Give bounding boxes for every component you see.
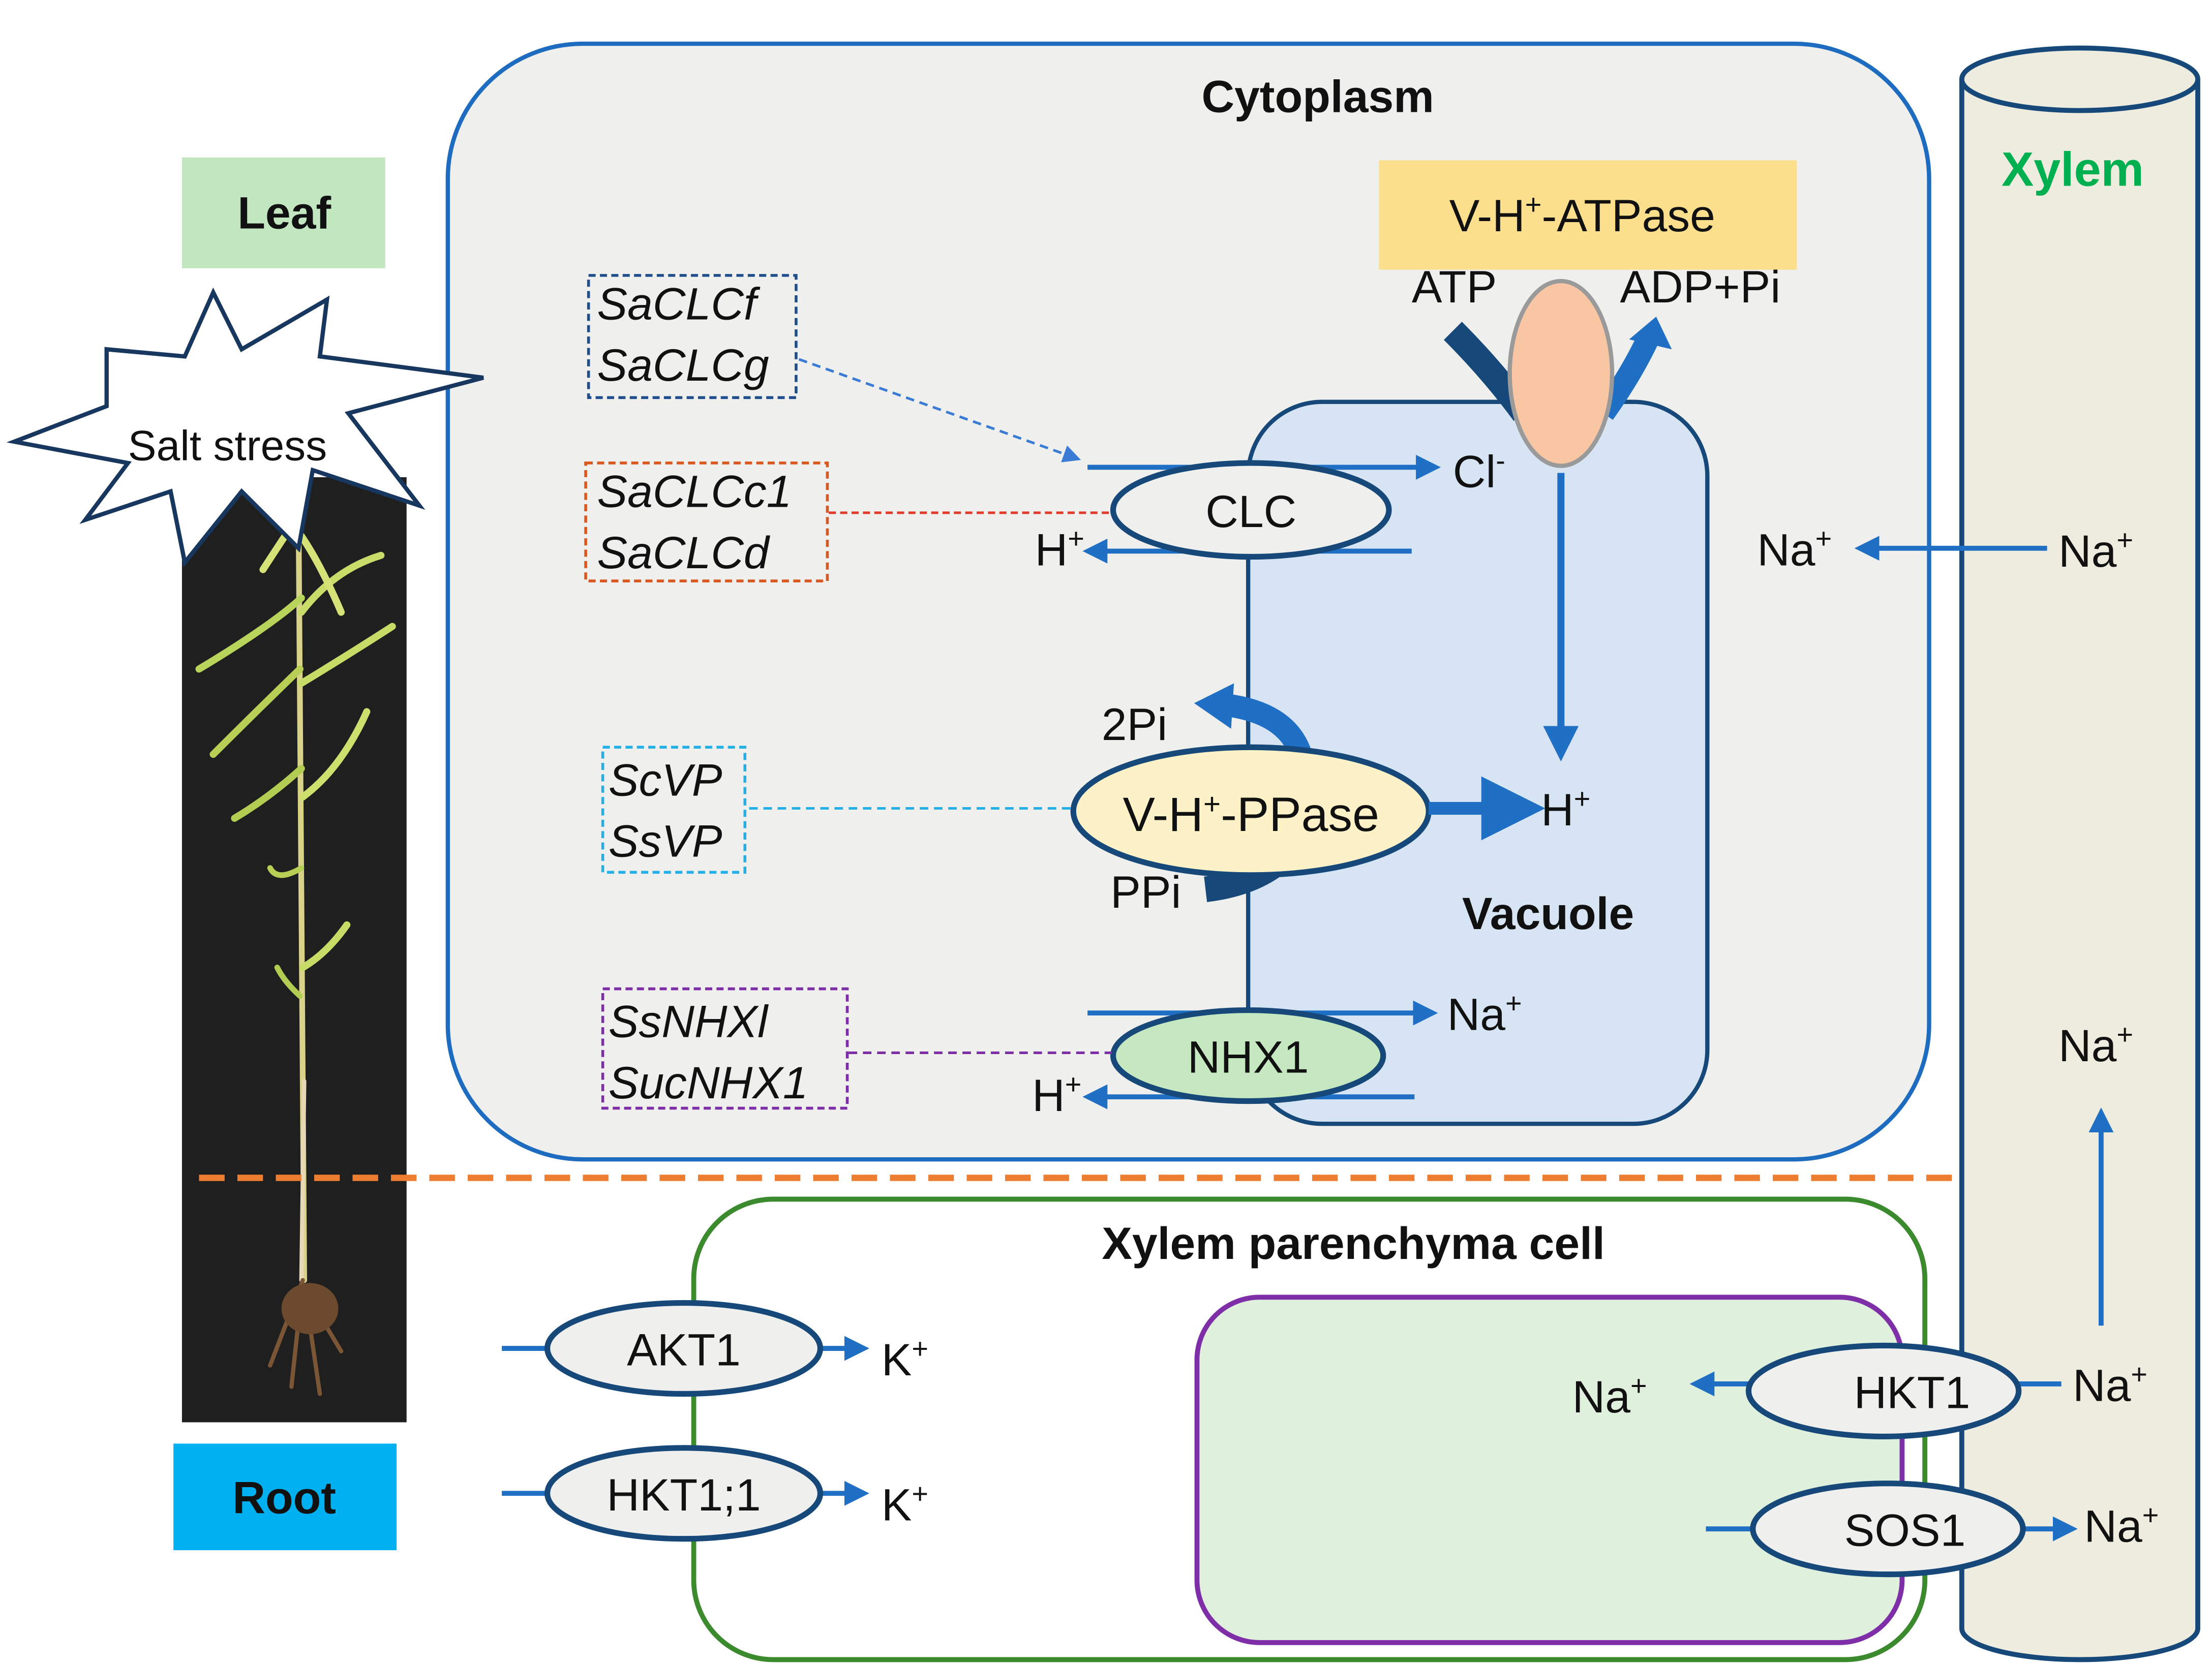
akt1-label: AKT1 xyxy=(627,1324,741,1375)
clc-h-ion-label: H+ xyxy=(1035,522,1084,575)
hkt11-k-ion-label: K+ xyxy=(882,1477,928,1530)
hkt1-na-out-label: Na+ xyxy=(1572,1369,1647,1422)
gene-box-vp xyxy=(601,746,747,874)
adp-pi-label: ADP+Pi xyxy=(1620,261,1780,312)
root-label: Root xyxy=(232,1472,336,1523)
gene-ssvp: SsVP xyxy=(609,816,722,867)
sos1-transporter xyxy=(1750,1481,2026,1578)
xylem-top xyxy=(1959,45,2200,113)
v-atpase-box xyxy=(1379,160,1797,270)
xylem-na-ion-label: Na+ xyxy=(2058,524,2133,577)
hkt1-transporter xyxy=(1745,1342,2022,1440)
cl-ion-label: Cl- xyxy=(1453,444,1505,497)
v-atpase-label: V-H+-ATPase xyxy=(1449,189,1715,241)
inner-cell xyxy=(1194,1294,1905,1645)
sos1-label: SOS1 xyxy=(1844,1505,1966,1556)
akt1-k-ion-label: K+ xyxy=(882,1333,928,1385)
gene-scvp: ScVP xyxy=(609,754,722,805)
two-pi-label: 2Pi xyxy=(1102,699,1167,750)
hkt1-label: HKT1 xyxy=(1854,1367,1971,1417)
gene-ssnhxl: SsNHXl xyxy=(609,996,769,1047)
salt-stress-label: Salt stress xyxy=(128,421,327,469)
gene-saclcg: SaCLCg xyxy=(597,340,769,390)
gene-sucnhx1: SucNHX1 xyxy=(609,1057,808,1108)
gene-clc-fg-link xyxy=(798,358,1081,462)
cytoplasm-label: Cytoplasm xyxy=(1201,71,1434,121)
clc-transporter xyxy=(1110,460,1392,560)
xylem-up-na-label: Na+ xyxy=(2058,1019,2133,1071)
v-atpase-oval xyxy=(1507,279,1615,468)
hkt11-label: HKT1;1 xyxy=(607,1469,761,1520)
gene-box-clc-fg xyxy=(587,274,798,399)
vacuole-label: Vacuole xyxy=(1462,888,1634,939)
plant-photo xyxy=(181,477,407,1423)
xylem-column xyxy=(1959,79,2200,1662)
nhx1-na-ion-label: Na+ xyxy=(1447,987,1522,1040)
nhx1-label: NHX1 xyxy=(1188,1032,1309,1083)
v-ppase-label: V-H+-PPase xyxy=(1123,788,1379,842)
two-pi-curved-arrow xyxy=(1221,693,1312,759)
gene-saclcd: SaCLCd xyxy=(597,527,770,578)
vppase-h-ion-label: H+ xyxy=(1541,782,1590,835)
leaf-box xyxy=(181,157,385,268)
atp-label: ATP xyxy=(1412,261,1497,312)
leaf-na-ion-label: Na+ xyxy=(1757,522,1832,575)
gene-sacclcf: SaCLCf xyxy=(597,279,760,329)
hkt1-na-in-label: Na+ xyxy=(2073,1358,2147,1411)
gene-saclcc1: SaCLCc1 xyxy=(597,466,792,517)
nhx1-h-ion-label: H+ xyxy=(1032,1068,1081,1121)
akt1-transporter xyxy=(544,1300,824,1397)
hkt11-transporter xyxy=(544,1445,824,1542)
xylem-label: Xylem xyxy=(2002,143,2144,197)
clc-label: CLC xyxy=(1205,486,1296,537)
xylem-parenchyma-label: Xylem parenchyma cell xyxy=(1102,1218,1605,1269)
ppi-label: PPi xyxy=(1110,867,1181,917)
salt-stress-burst xyxy=(6,287,484,568)
sos1-na-ion-label: Na+ xyxy=(2084,1499,2159,1552)
nhx1-transporter xyxy=(1110,1007,1386,1104)
gene-box-clc-cd xyxy=(584,461,829,582)
root-box xyxy=(173,1443,397,1551)
leaf-label: Leaf xyxy=(237,188,331,238)
